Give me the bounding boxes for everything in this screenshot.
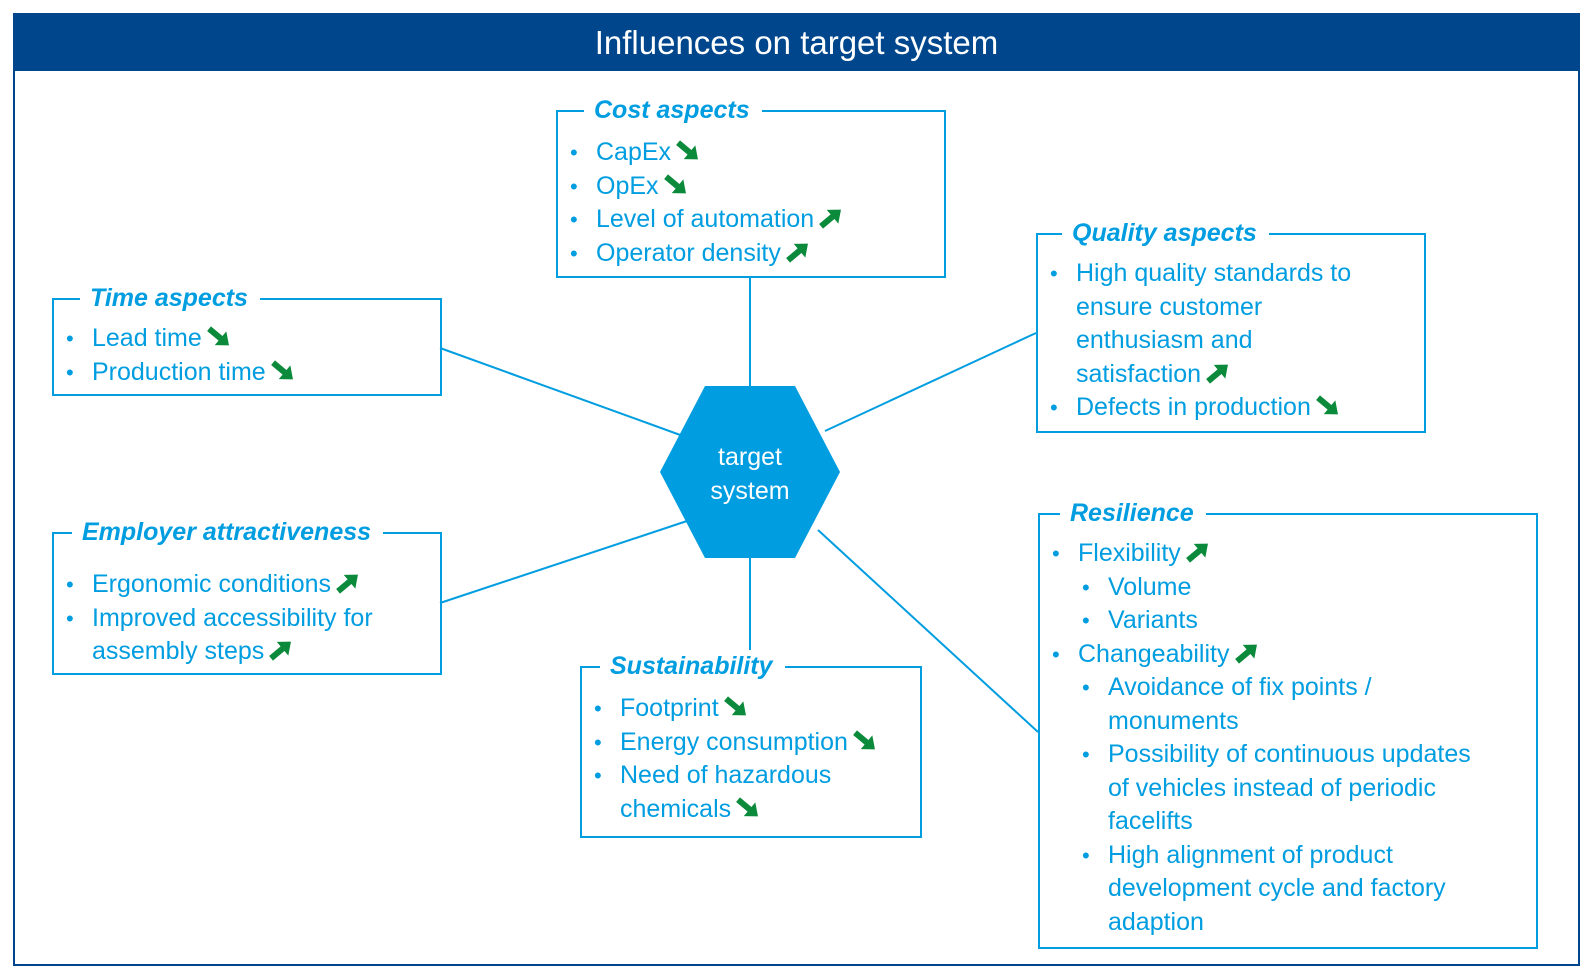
- connector-time: [439, 347, 684, 437]
- list-item-text: adaption: [1108, 907, 1204, 936]
- list-item: Avoidance of fix points / monuments: [1040, 671, 1536, 738]
- box-title: Quality aspects: [1062, 217, 1269, 249]
- list-item: Energy consumption: [582, 726, 920, 760]
- list-item-text: Variants: [1108, 606, 1198, 634]
- box-resilience: Resilience FlexibilityVolumeVariantsChan…: [1038, 497, 1538, 949]
- list-item: High quality standards to ensure customer…: [1038, 257, 1424, 391]
- list-item: OpEx: [558, 170, 944, 204]
- list-item: CapEx: [558, 136, 944, 170]
- list-item: Footprint: [582, 692, 920, 726]
- target-system-hexagon: [660, 386, 840, 558]
- trend-down-arrow-icon: [850, 728, 880, 754]
- list-item-text: Footprint: [620, 694, 719, 722]
- list-item: Level of automation: [558, 203, 944, 237]
- list-item-text: Avoidance of fix points /: [1108, 673, 1372, 701]
- list-item-text: Energy consumption: [620, 727, 848, 756]
- connector-quality: [824, 332, 1037, 432]
- list-item-text: development cycle and factory: [1108, 874, 1446, 902]
- list-item-text: Ergonomic conditions: [92, 570, 332, 598]
- trend-down-arrow-icon: [673, 138, 703, 164]
- trend-up-arrow-icon: [816, 205, 846, 231]
- list-item-text: facelifts: [1108, 807, 1193, 835]
- diagram-title: Influences on target system: [13, 13, 1580, 71]
- list-item-text: OpEx: [596, 171, 659, 200]
- box-cost-aspects: Cost aspects CapExOpExLevel of automatio…: [556, 94, 946, 278]
- list-item: Possibility of continuous updates of vehi…: [1040, 738, 1536, 839]
- trend-up-arrow-icon: [266, 637, 296, 663]
- target-system-label: target system: [660, 440, 840, 508]
- list-item-text: assembly steps: [92, 637, 265, 665]
- list-item-text: chemicals: [620, 794, 732, 823]
- trend-down-arrow-icon: [268, 358, 298, 384]
- item-list: Ergonomic conditionsImproved accessibili…: [54, 568, 440, 669]
- trend-up-arrow-icon: [1203, 360, 1233, 386]
- connector-employer: [439, 520, 688, 604]
- list-item-text: Defects in production: [1076, 393, 1311, 421]
- list-item-text: Production time: [92, 357, 266, 386]
- list-item: Variants: [1040, 604, 1536, 638]
- list-item-text: Level of automation: [596, 205, 815, 233]
- list-item: Volume: [1040, 571, 1536, 605]
- target-system-line1: target: [718, 443, 782, 471]
- list-item-text: Volume: [1108, 572, 1192, 601]
- list-item-text: High quality standards to: [1076, 259, 1352, 287]
- list-item-text: Need of hazardous: [620, 761, 832, 789]
- list-item-text: Improved accessibility for: [92, 603, 373, 632]
- list-item: Changeability: [1040, 638, 1536, 672]
- trend-down-arrow-icon: [733, 795, 763, 821]
- box-title: Resilience: [1060, 497, 1206, 529]
- trend-up-arrow-icon: [1232, 640, 1262, 666]
- box-title: Time aspects: [80, 282, 260, 314]
- list-item-text: satisfaction: [1076, 359, 1202, 388]
- list-item-text: Lead time: [92, 324, 202, 352]
- trend-up-arrow-icon: [333, 570, 363, 596]
- box-title: Sustainability: [600, 650, 785, 682]
- list-item-text: CapEx: [596, 138, 672, 166]
- list-item-text: Flexibility: [1078, 539, 1181, 567]
- box-quality-aspects: Quality aspects High quality standards t…: [1036, 217, 1426, 433]
- list-item-text: Changeability: [1078, 639, 1230, 668]
- item-list: FlexibilityVolumeVariantsChangeabilityAv…: [1040, 537, 1536, 939]
- item-list: Lead timeProduction time: [54, 322, 440, 389]
- trend-up-arrow-icon: [783, 239, 813, 265]
- list-item: High alignment of product development cyc…: [1040, 839, 1536, 940]
- box-title: Employer attractiveness: [72, 516, 384, 548]
- list-item-text: monuments: [1108, 706, 1239, 735]
- trend-up-arrow-icon: [1183, 539, 1213, 565]
- connector-resilience: [817, 529, 1039, 733]
- list-item: Improved accessibility for assembly steps: [54, 602, 440, 669]
- box-sustainability: Sustainability FootprintEnergy consumpti…: [580, 650, 922, 838]
- list-item: Production time: [54, 356, 440, 390]
- item-list: High quality standards to ensure customer…: [1038, 257, 1424, 425]
- list-item: Ergonomic conditions: [54, 568, 440, 602]
- trend-down-arrow-icon: [661, 172, 691, 198]
- target-system-line2: system: [710, 477, 790, 505]
- trend-down-arrow-icon: [204, 324, 234, 350]
- box-time-aspects: Time aspects Lead timeProduction time: [52, 282, 442, 396]
- box-title: Cost aspects: [584, 94, 762, 126]
- list-item-text: High alignment of product: [1108, 840, 1393, 869]
- item-list: FootprintEnergy consumptionNeed of hazar…: [582, 692, 920, 826]
- list-item: Need of hazardous chemicals: [582, 759, 920, 826]
- list-item: Operator density: [558, 237, 944, 271]
- list-item: Flexibility: [1040, 537, 1536, 571]
- list-item-text: enthusiasm and: [1076, 326, 1253, 354]
- list-item: Defects in production: [1038, 391, 1424, 425]
- list-item-text: ensure customer: [1076, 292, 1263, 321]
- list-item-text: of vehicles instead of periodic: [1108, 773, 1436, 802]
- box-employer-attractiveness: Employer attractiveness Ergonomic condit…: [52, 516, 442, 675]
- list-item-text: Operator density: [596, 238, 781, 267]
- list-item-text: Possibility of continuous updates: [1108, 740, 1471, 768]
- trend-down-arrow-icon: [721, 694, 751, 720]
- item-list: CapExOpExLevel of automationOperator den…: [558, 136, 944, 270]
- trend-down-arrow-icon: [1313, 393, 1343, 419]
- list-item: Lead time: [54, 322, 440, 356]
